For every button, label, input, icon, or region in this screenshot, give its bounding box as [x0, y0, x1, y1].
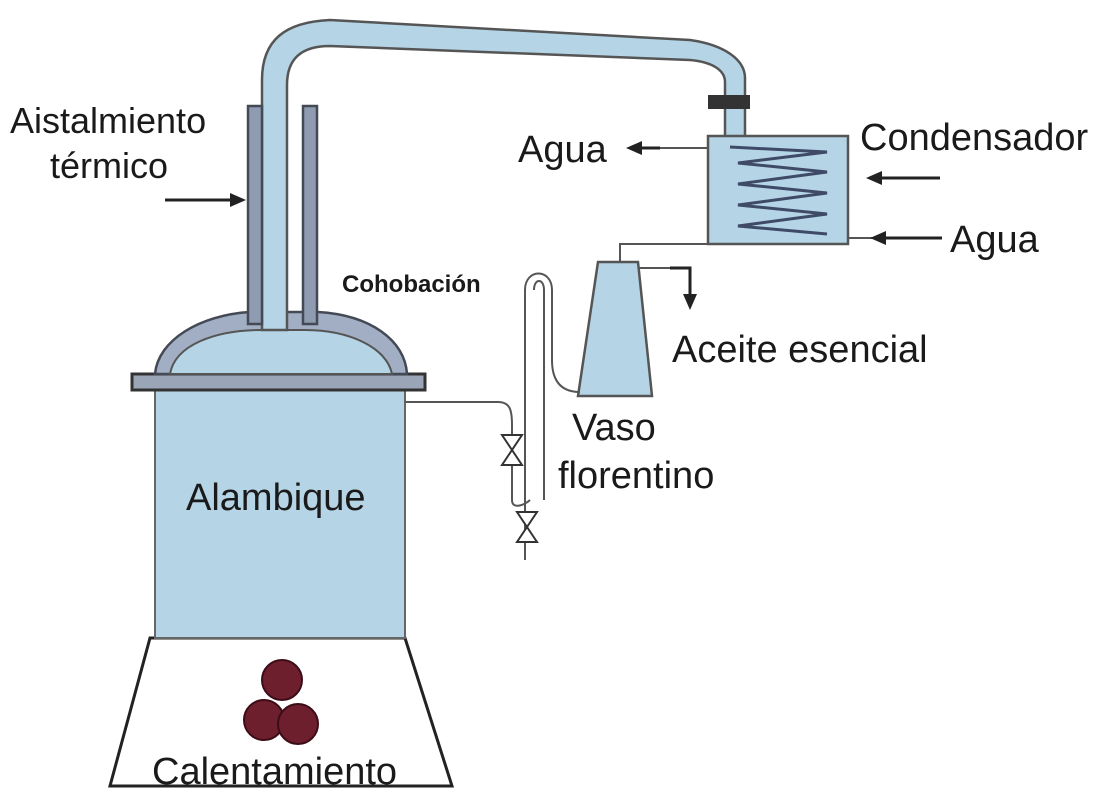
condenser-label: Condensador — [860, 117, 1089, 159]
insulation-label-line2: térmico — [50, 145, 168, 186]
florentine-label-line1: Vaso — [572, 407, 656, 449]
condenser-coil — [729, 145, 828, 236]
essential-oil-label: Aceite esencial — [672, 329, 928, 371]
cohobation-label: Cohobación — [342, 271, 481, 298]
insulation-right — [301, 104, 319, 326]
still-flange — [130, 372, 427, 392]
cohobation-tube-inner — [533, 280, 545, 500]
water-in-arrowhead — [870, 231, 886, 245]
still-dome — [168, 329, 394, 375]
condenser-box — [706, 134, 850, 246]
pipe-coupling — [708, 95, 750, 109]
still-body — [154, 389, 406, 639]
vapor-pipe — [260, 18, 747, 332]
water-out-arrowhead — [626, 141, 642, 155]
condenser-arrowhead — [866, 171, 882, 185]
heat-source-icon — [243, 659, 319, 745]
insulation-label-line1: Aistalmiento — [10, 100, 206, 141]
still-side-line — [405, 401, 531, 507]
still-label: Alambique — [186, 477, 366, 519]
valve-upper-icon — [500, 434, 524, 466]
oil-arrowhead — [683, 294, 697, 310]
florentine-label-line2: florentino — [558, 455, 714, 497]
insulation-left — [246, 104, 264, 326]
oil-arrow — [670, 266, 692, 296]
cohobation-tube — [524, 272, 581, 560]
condensate-line — [619, 243, 708, 262]
water-out-label: Agua — [518, 129, 608, 171]
heating-label: Calentamiento — [152, 751, 397, 790]
valve-lower-icon — [515, 511, 539, 543]
insulation-arrowhead — [230, 193, 246, 207]
florentine-flask — [576, 260, 654, 398]
water-in-label: Agua — [950, 219, 1040, 261]
